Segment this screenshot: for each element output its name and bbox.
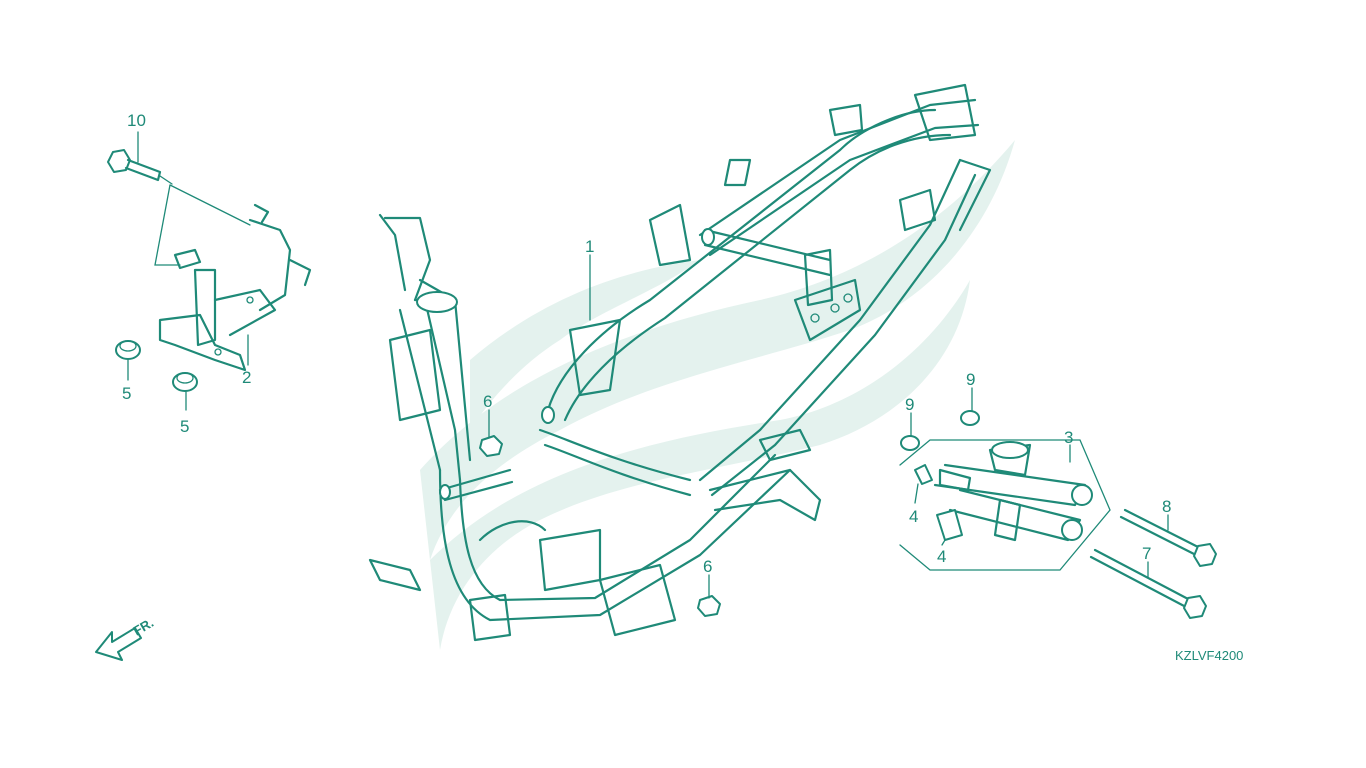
collar-left[interactable]: [900, 435, 920, 451]
bushing-a[interactable]: [115, 340, 141, 360]
bolt-leader-lines: [154, 184, 251, 266]
callout-nut-upper: 6: [483, 392, 492, 411]
flange-bolt[interactable]: [107, 149, 173, 185]
callout-bushing-a: 5: [122, 384, 131, 403]
wing-watermark: [420, 140, 1015, 650]
callout-hanger-rubber-a: 4: [909, 507, 918, 526]
callout-bushing-b: 5: [180, 417, 189, 436]
hanger-rubber-b[interactable]: [936, 509, 963, 541]
callout-nut-lower: 6: [703, 557, 712, 576]
callout-frame-body: 1: [585, 237, 594, 256]
engine-hanger[interactable]: [899, 439, 1111, 571]
callout-bolt-short: 8: [1162, 497, 1171, 516]
callout-bolt-long: 7: [1142, 544, 1151, 563]
callout-main-stand-bracket: 2: [242, 368, 251, 387]
collar-right[interactable]: [960, 410, 980, 426]
front-direction-arrow: FR.: [95, 615, 156, 661]
bushing-b[interactable]: [172, 372, 198, 392]
callout-engine-hanger: 3: [1064, 428, 1073, 447]
callout-leaders: [127, 131, 1169, 599]
nut-upper[interactable]: [479, 435, 503, 457]
hanger-rubber-a[interactable]: [914, 464, 933, 485]
main-stand-bracket[interactable]: [158, 203, 312, 372]
frame-body[interactable]: [368, 83, 992, 642]
bolt-long[interactable]: [1089, 548, 1207, 619]
diagram-code: KZLVF4200: [1175, 648, 1243, 663]
nut-lower[interactable]: [697, 595, 721, 617]
bolt-short[interactable]: [1119, 508, 1217, 567]
callout-collar-right: 9: [966, 370, 975, 389]
callout-flange-bolt: 10: [127, 111, 146, 130]
callout-collar-left: 9: [905, 395, 914, 414]
callout-hanger-rubber-b: 4: [937, 547, 946, 566]
